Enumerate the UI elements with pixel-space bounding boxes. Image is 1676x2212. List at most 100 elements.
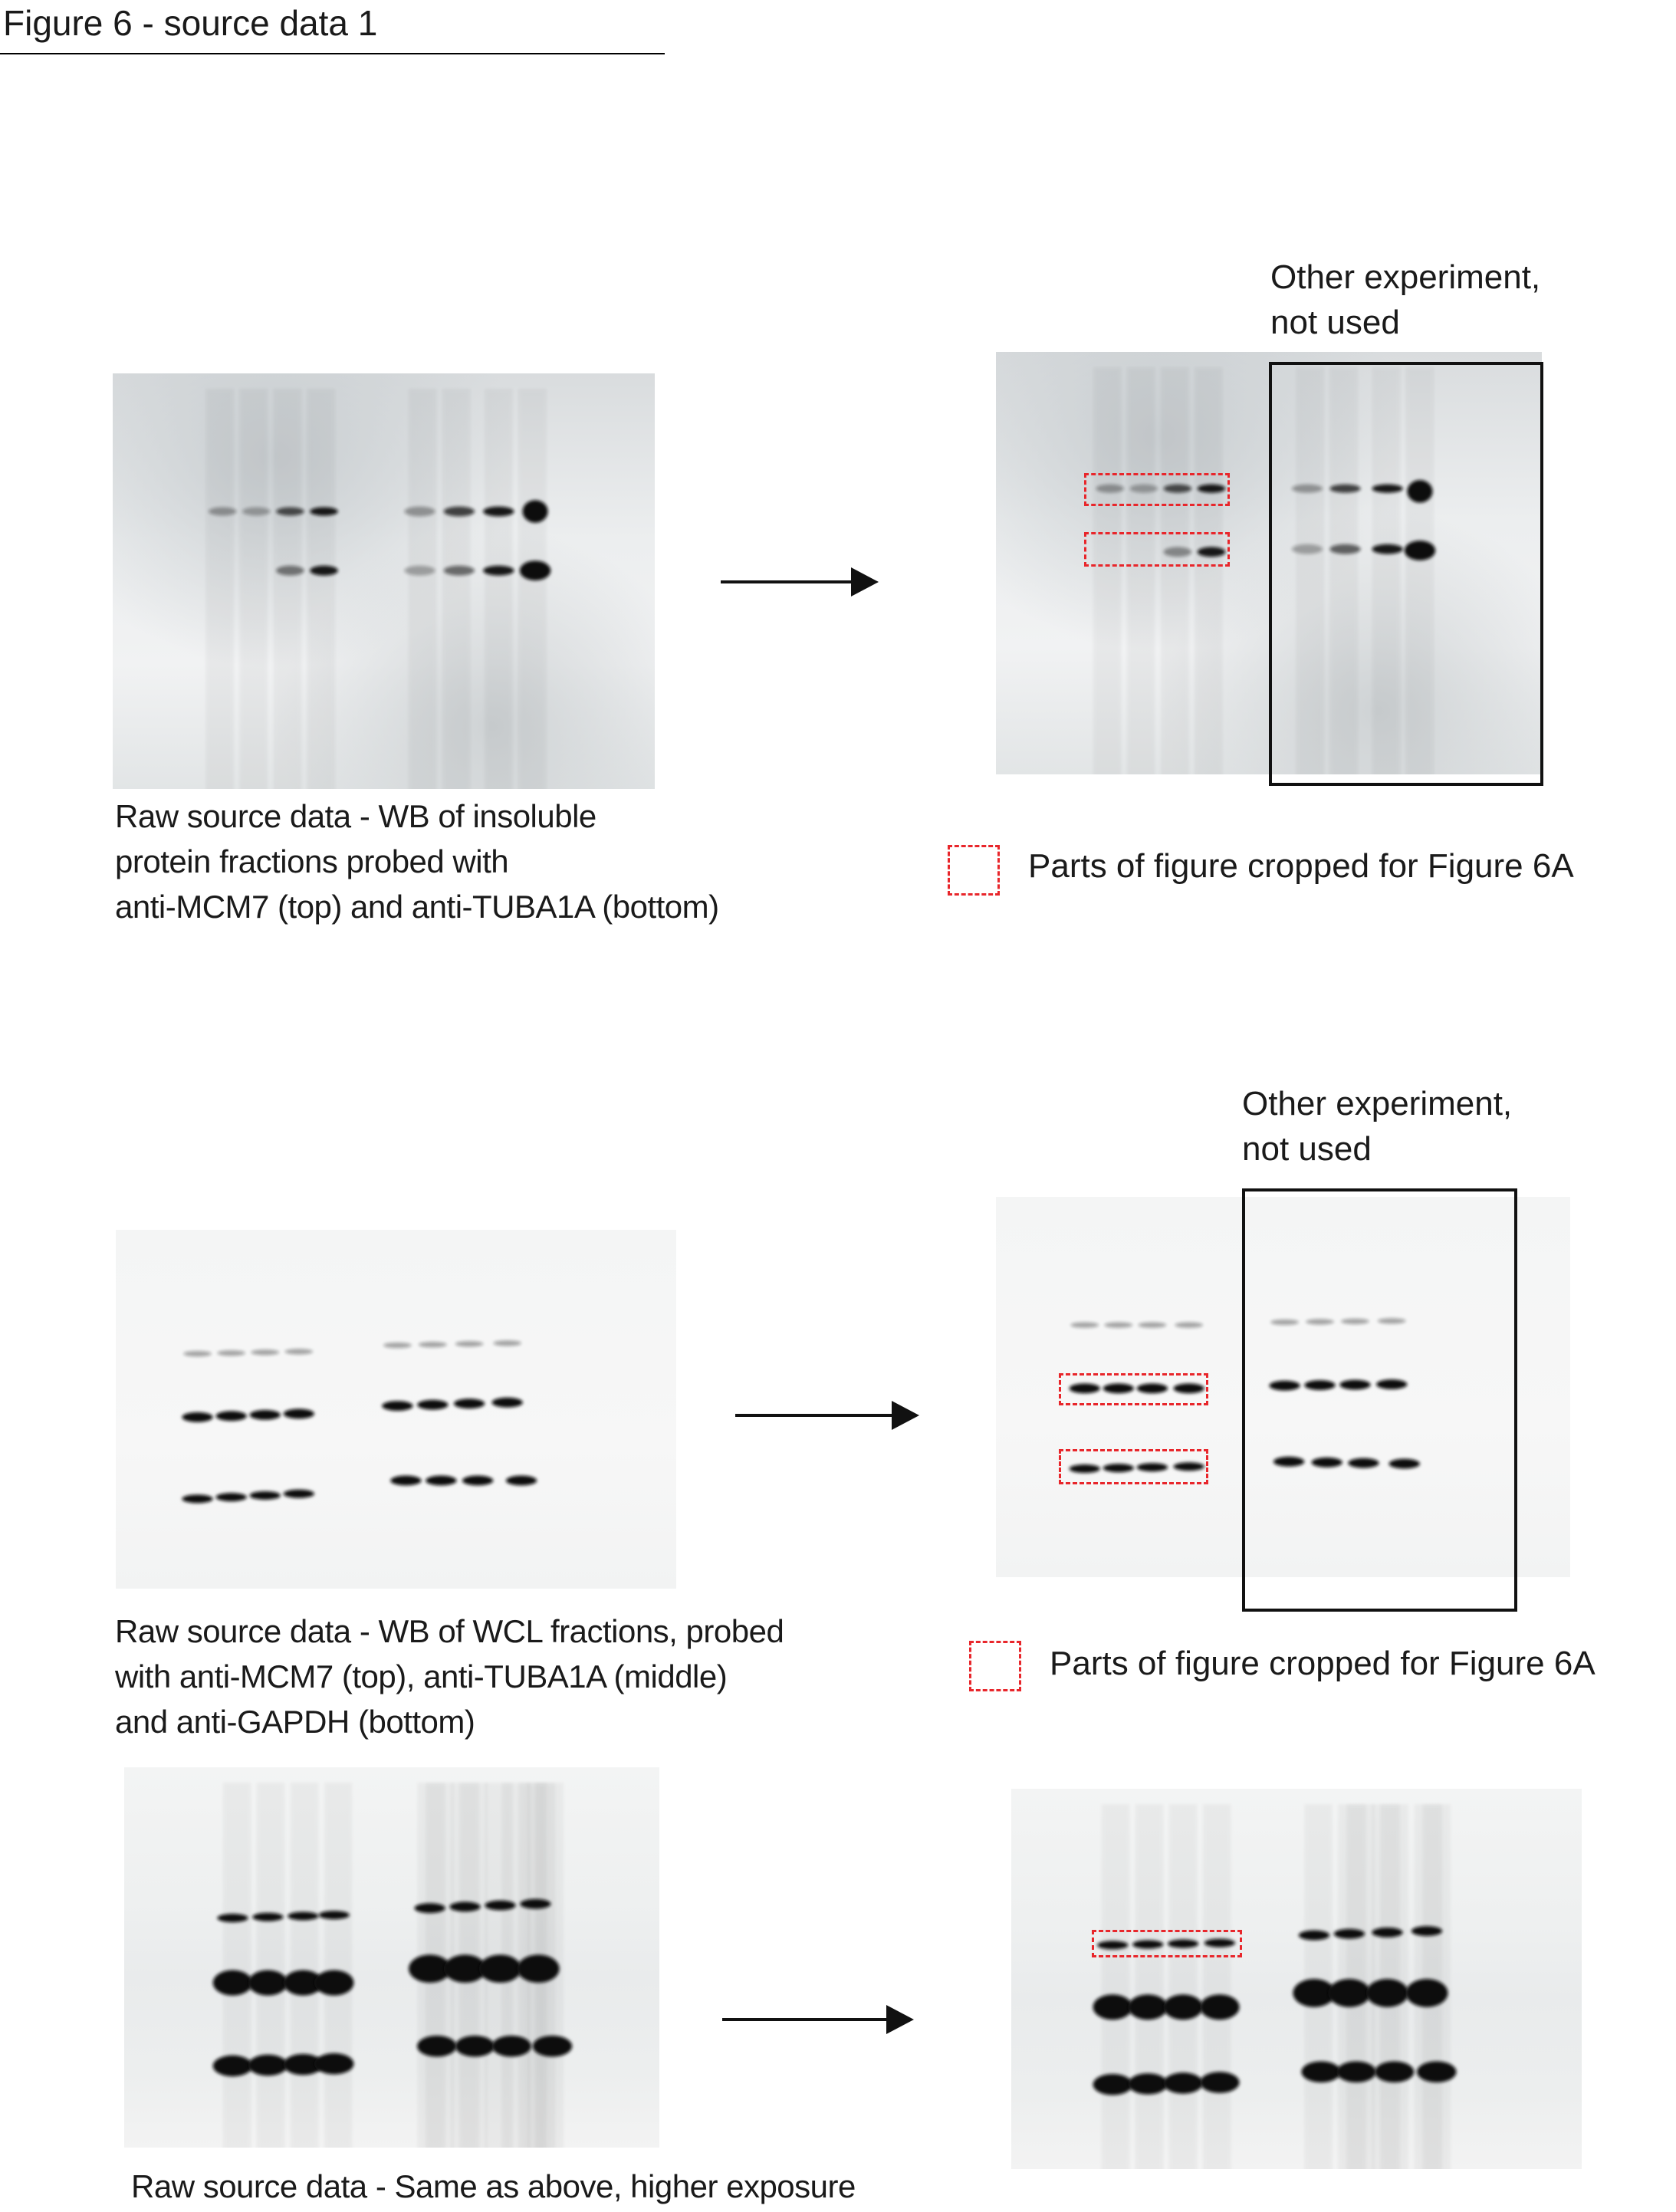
protein-band bbox=[1069, 1383, 1100, 1394]
protein-band bbox=[443, 1954, 487, 1984]
blot-bands bbox=[1069, 1318, 1420, 1474]
protein-band bbox=[1173, 1383, 1204, 1394]
protein-band bbox=[1104, 1322, 1133, 1328]
lane-smear bbox=[518, 389, 547, 789]
protein-band bbox=[1163, 547, 1192, 557]
protein-band bbox=[1097, 1941, 1129, 1950]
protein-band bbox=[1167, 1939, 1199, 1948]
protein-band bbox=[418, 1342, 447, 1348]
caption-line: with anti-MCM7 (top), anti-TUBA1A (middl… bbox=[115, 1658, 728, 1694]
crop-box-tuba1a bbox=[1084, 532, 1230, 567]
caption-line: and anti-GAPDH (bottom) bbox=[115, 1704, 475, 1740]
protein-band bbox=[283, 1970, 324, 1996]
protein-band bbox=[1093, 1994, 1132, 2020]
protein-band bbox=[1336, 2061, 1376, 2083]
protein-band bbox=[1173, 1462, 1204, 1471]
blot-bands bbox=[205, 389, 551, 789]
protein-band bbox=[404, 565, 435, 576]
protein-band bbox=[417, 2035, 457, 2057]
protein-band bbox=[276, 507, 304, 516]
protein-band bbox=[505, 1475, 537, 1486]
protein-band bbox=[455, 1341, 484, 1347]
protein-band bbox=[1163, 484, 1192, 493]
protein-band bbox=[1163, 2072, 1203, 2094]
blot-bands bbox=[1096, 367, 1436, 774]
lane-smear bbox=[1127, 367, 1155, 774]
raw-blot-high-exposure bbox=[124, 1767, 659, 2148]
blot-bands bbox=[1093, 1804, 1457, 2169]
protein-band bbox=[1329, 484, 1361, 493]
protein-band bbox=[217, 1914, 248, 1923]
protein-band bbox=[1129, 484, 1158, 493]
lane-smear bbox=[1169, 1804, 1198, 2169]
protein-band bbox=[1138, 1322, 1167, 1328]
protein-band bbox=[283, 1489, 315, 1498]
protein-band bbox=[208, 507, 237, 516]
protein-band bbox=[426, 1475, 457, 1486]
caption-line: Raw source data - WB of insoluble bbox=[115, 798, 596, 834]
lane-smear bbox=[205, 389, 234, 789]
protein-band bbox=[1329, 544, 1361, 554]
caption-line: protein fractions probed with bbox=[115, 843, 509, 879]
protein-band bbox=[1328, 1978, 1371, 2007]
protein-band bbox=[491, 1397, 523, 1408]
caption-line: Raw source data - Same as above, higher … bbox=[131, 2168, 856, 2204]
other-experiment-box bbox=[1269, 362, 1543, 786]
protein-band bbox=[1311, 1457, 1342, 1468]
raw-blot-wcl bbox=[116, 1230, 676, 1589]
protein-band bbox=[478, 1954, 522, 1984]
protein-band bbox=[1128, 1994, 1168, 2020]
protein-band bbox=[443, 565, 475, 576]
other-experiment-line: Other experiment, bbox=[1270, 258, 1541, 296]
protein-band bbox=[1404, 541, 1436, 560]
caption-line: anti-MCM7 (top) and anti-TUBA1A (bottom) bbox=[115, 889, 719, 925]
lane-smear bbox=[324, 1783, 353, 2148]
protein-band bbox=[1291, 484, 1323, 493]
legend-crop-swatch bbox=[969, 1641, 1021, 1691]
protein-band bbox=[1411, 1926, 1443, 1936]
other-experiment-label: Other experiment, not used bbox=[1242, 1081, 1512, 1172]
protein-band bbox=[1298, 1930, 1330, 1941]
raw-blot-insoluble bbox=[113, 373, 655, 789]
protein-band bbox=[215, 1493, 247, 1502]
lane-smear bbox=[1203, 1804, 1231, 2169]
protein-band bbox=[310, 565, 338, 576]
protein-band bbox=[212, 1970, 253, 1996]
protein-band bbox=[517, 1954, 560, 1984]
protein-band bbox=[522, 500, 548, 523]
protein-band bbox=[1388, 1458, 1420, 1469]
title-underline bbox=[0, 53, 665, 54]
protein-band bbox=[390, 1475, 422, 1486]
lane-smear bbox=[239, 389, 268, 789]
lane-smear bbox=[223, 1783, 251, 2148]
caption-panel3: Raw source data - Same as above, higher … bbox=[131, 2164, 856, 2209]
lane-smear bbox=[485, 389, 513, 789]
protein-band bbox=[483, 565, 514, 576]
crop-box-mcm7 bbox=[1092, 1930, 1242, 1957]
crop-box-mcm7 bbox=[1084, 473, 1230, 506]
protein-band bbox=[1365, 1978, 1409, 2007]
protein-band bbox=[249, 1409, 281, 1420]
legend-crop-swatch bbox=[948, 845, 1000, 896]
protein-band bbox=[1128, 2073, 1168, 2095]
protein-band bbox=[483, 506, 514, 517]
protein-band bbox=[1341, 1318, 1369, 1325]
protein-band bbox=[1339, 1379, 1371, 1390]
annotated-blot-wcl bbox=[996, 1197, 1570, 1577]
protein-band bbox=[1306, 1319, 1334, 1325]
protein-band bbox=[417, 1399, 449, 1410]
protein-band bbox=[449, 1901, 481, 1912]
protein-band bbox=[1372, 544, 1403, 554]
caption-panel2: Raw source data - WB of WCL fractions, p… bbox=[115, 1609, 784, 1744]
protein-band bbox=[1132, 1940, 1164, 1949]
protein-band bbox=[1372, 484, 1403, 493]
annotated-blot-high-exposure bbox=[1011, 1789, 1582, 2169]
protein-band bbox=[520, 1898, 551, 1909]
protein-band bbox=[1163, 1994, 1203, 2020]
protein-band bbox=[249, 1491, 281, 1500]
protein-band bbox=[453, 1399, 485, 1409]
protein-band bbox=[318, 1911, 350, 1920]
other-experiment-line: Other experiment, bbox=[1242, 1085, 1513, 1122]
lane-smear bbox=[291, 1783, 319, 2148]
protein-band bbox=[1136, 1463, 1168, 1472]
